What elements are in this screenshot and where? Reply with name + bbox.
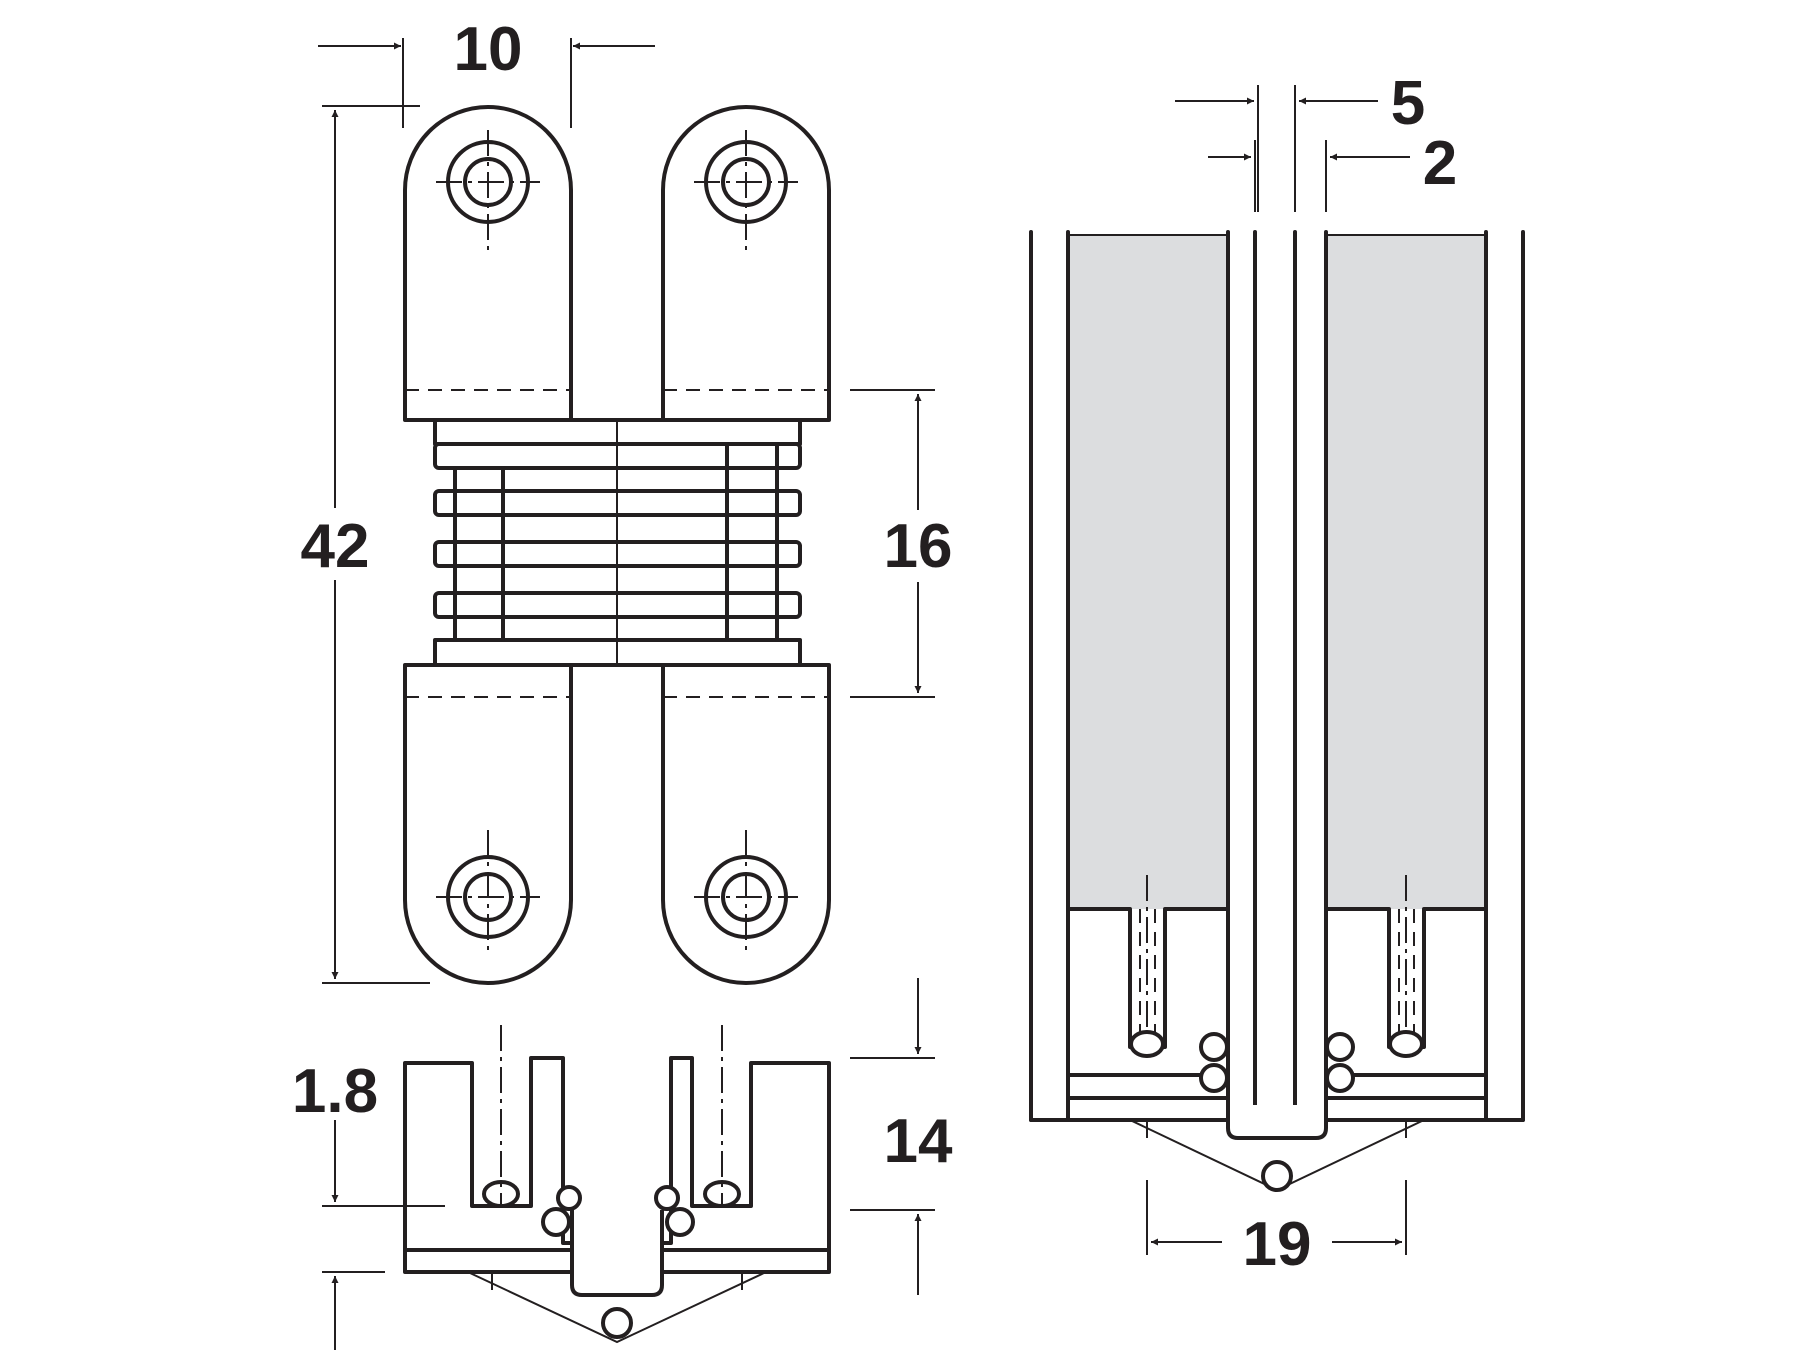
installed-section-view: 5 2 19 <box>1029 69 1525 1279</box>
dimension-label-5: 5 <box>1391 69 1425 138</box>
hinge-body-left <box>403 1056 574 1274</box>
dimension-14: 14 <box>850 978 953 1295</box>
dimension-42: 42 <box>301 105 430 984</box>
hinge-knuckle-plates <box>433 418 802 667</box>
dimension-label-1-8: 1.8 <box>292 1057 378 1126</box>
dimension-label-14: 14 <box>884 1107 953 1176</box>
dimension-2: 2 <box>1208 129 1457 212</box>
dimension-1-8: 1.8 <box>292 1057 445 1350</box>
screw-hole-top-right <box>694 130 798 250</box>
installed-hinge-left <box>1066 907 1230 1100</box>
dimension-label-2: 2 <box>1423 129 1457 198</box>
dimension-label-42: 42 <box>301 512 370 581</box>
dimension-16: 16 <box>850 389 953 698</box>
dimension-label-10: 10 <box>454 15 523 84</box>
installed-hinge-right <box>1324 907 1488 1100</box>
hinge-body-right <box>660 1056 831 1274</box>
screw-hole-bottom-left <box>436 830 540 950</box>
hinge-plan-view: 1.8 14 <box>292 978 953 1350</box>
dimension-label-16: 16 <box>884 512 953 581</box>
screw-hole-bottom-right <box>694 830 798 950</box>
dimension-5: 5 <box>1175 69 1425 212</box>
dimension-10: 10 <box>318 15 655 128</box>
hinge-front-view: 10 42 16 <box>301 15 953 985</box>
dimension-19: 19 <box>1146 1180 1407 1279</box>
screw-hole-top-left <box>436 130 540 250</box>
dimension-label-19: 19 <box>1243 1210 1312 1279</box>
